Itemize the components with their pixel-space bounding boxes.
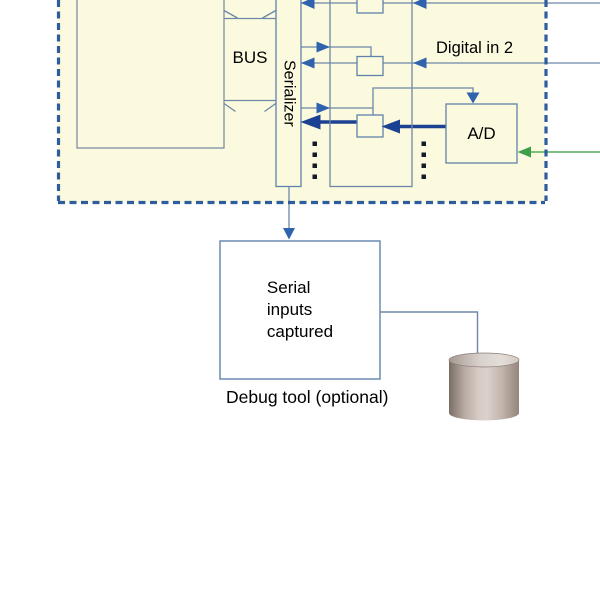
green-left-arrowhead (517, 146, 531, 158)
left-arrowhead-ch1-serializer (301, 0, 315, 9)
channel-bank-box (329, 0, 413, 188)
analog-input-arrow (517, 146, 600, 158)
serializer-label: Serializer (280, 59, 298, 127)
left-arrowhead-ch1-bank (413, 0, 427, 9)
bus-link-top (223, 9, 277, 20)
cylinder-body (449, 360, 519, 421)
bus-label: BUS (232, 48, 268, 67)
ellipsis-dots (312, 141, 426, 179)
capture-to-storage-line (380, 311, 479, 354)
right-arrowhead-clock-ch2 (316, 41, 330, 53)
ellipsis-right-dot (421, 152, 426, 157)
capture-box-text: Serial inputs captured (266, 278, 334, 341)
ellipsis-left-dot (312, 163, 317, 168)
left-arrowhead-ch2-bank (413, 57, 427, 69)
bus-link-bottom (223, 99, 277, 113)
ellipsis-right-dot (421, 141, 426, 146)
adc-box (445, 103, 518, 164)
capture-box-label: Serial inputs captured (220, 241, 380, 379)
adc-label: A/D (467, 123, 496, 143)
debug-tool-label: Debug tool (optional) (226, 387, 389, 407)
digital-in-2-label: Digital in 2 (436, 39, 514, 57)
sample-register-3 (356, 114, 384, 138)
ellipsis-left-dot (312, 141, 317, 146)
ellipsis-right-dot (421, 174, 426, 179)
bus-links (223, 9, 277, 113)
outer-dashed-boundary (56, 0, 548, 205)
ellipsis-left-dot (312, 174, 317, 179)
bold-left-arrowhead-serializer (300, 114, 321, 130)
arrowheads (283, 0, 480, 240)
bold-arrowheads (300, 114, 400, 134)
capture-box (219, 240, 381, 380)
cylinder-top (448, 352, 520, 368)
adc-data-path (319, 120, 446, 129)
ellipsis-right-dot (421, 163, 426, 168)
bold-left-arrowhead-register (381, 119, 400, 134)
ellipsis-left-dot (312, 152, 317, 157)
down-arrowhead-serial-out (283, 228, 295, 240)
right-arrowhead-clock-ch3 (316, 102, 330, 114)
down-arrowhead-adc-clock (466, 92, 480, 104)
storage-cylinder-icon (448, 352, 520, 421)
serializer-box (275, 0, 302, 188)
left-arrowhead-ch2-serializer (301, 57, 315, 69)
sample-register-2 (356, 55, 384, 77)
sample-register-1 (356, 0, 384, 14)
left-module-box (76, 0, 225, 149)
